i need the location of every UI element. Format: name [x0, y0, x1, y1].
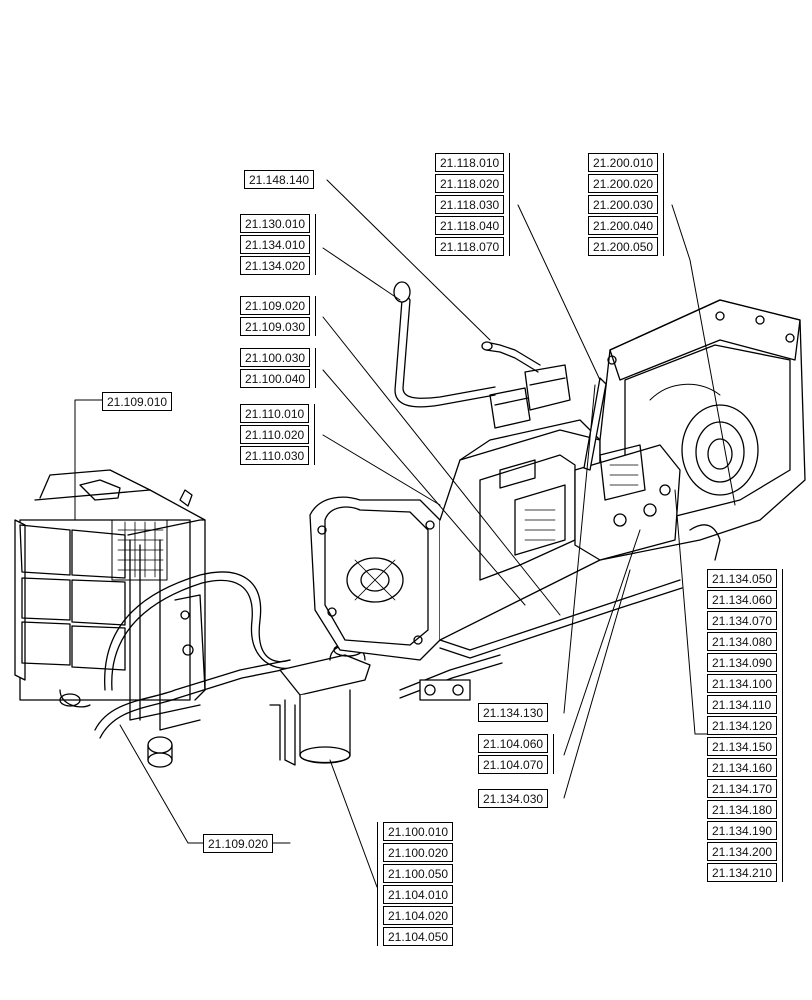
part-ref-label[interactable]: 21.104.050	[383, 927, 454, 946]
part-ref-label[interactable]: 21.134.020	[240, 256, 311, 275]
part-ref-label[interactable]: 21.100.050	[383, 864, 454, 883]
part-ref-label[interactable]: 21.134.120	[707, 716, 778, 735]
part-ref-label[interactable]: 21.100.020	[383, 843, 454, 862]
part-ref-label[interactable]: 21.134.180	[707, 800, 778, 819]
callout-21-104-060: 21.104.060 21.104.070	[478, 734, 555, 774]
part-ref-label[interactable]: 21.104.020	[383, 906, 454, 925]
part-ref-label[interactable]: 21.110.010	[240, 404, 310, 423]
part-ref-label[interactable]: 21.104.060	[478, 734, 549, 753]
callout-21-109-020-top: 21.109.020 21.109.030	[240, 296, 317, 336]
part-ref-label[interactable]: 21.100.010	[383, 822, 454, 841]
callout-21-118: 21.118.010 21.118.020 21.118.030 21.118.…	[435, 153, 511, 256]
part-ref-label[interactable]: 21.134.030	[478, 789, 549, 808]
oil-filter	[269, 643, 371, 766]
part-ref-label[interactable]: 21.134.100	[707, 674, 778, 693]
callout-21-134-130: 21.134.130	[478, 703, 549, 722]
callout-21-134-050: 21.134.050 21.134.060 21.134.070 21.134.…	[707, 569, 784, 882]
part-ref-label[interactable]: 21.100.030	[240, 348, 311, 367]
part-ref-label[interactable]: 21.118.070	[435, 237, 505, 256]
callout-21-134-030: 21.134.030	[478, 789, 549, 808]
part-ref-label[interactable]: 21.118.010	[435, 153, 505, 172]
callout-21-109-010: 21.109.010	[102, 392, 173, 411]
part-ref-label[interactable]: 21.109.020	[203, 834, 274, 853]
part-ref-label[interactable]: 21.134.200	[707, 842, 778, 861]
part-ref-label[interactable]: 21.200.030	[588, 195, 659, 214]
part-ref-label[interactable]: 21.109.030	[240, 317, 311, 336]
part-ref-label[interactable]: 21.109.010	[102, 392, 173, 411]
part-ref-label[interactable]: 21.134.050	[707, 569, 778, 588]
part-ref-label[interactable]: 21.118.020	[435, 174, 505, 193]
callout-21-200: 21.200.010 21.200.020 21.200.030 21.200.…	[588, 153, 665, 256]
part-ref-label[interactable]: 21.134.170	[707, 779, 778, 798]
part-ref-label[interactable]: 21.110.030	[240, 446, 310, 465]
part-ref-label[interactable]: 21.200.050	[588, 237, 659, 256]
part-ref-label[interactable]: 21.130.010	[240, 214, 311, 233]
callout-21-110: 21.110.010 21.110.020 21.110.030	[240, 404, 316, 465]
part-ref-label[interactable]: 21.134.060	[707, 590, 778, 609]
part-ref-label[interactable]: 21.104.010	[383, 885, 454, 904]
part-ref-label[interactable]: 21.118.030	[435, 195, 505, 214]
part-ref-label[interactable]: 21.148.140	[244, 170, 315, 189]
leader-lines	[74, 179, 736, 888]
callout-21-148-140: 21.148.140	[244, 170, 315, 189]
part-ref-label[interactable]: 21.134.190	[707, 821, 778, 840]
callout-21-130-010: 21.130.010 21.134.010 21.134.020	[240, 214, 317, 275]
oil-cooler-radiator	[14, 469, 206, 768]
part-ref-label[interactable]: 21.134.090	[707, 653, 778, 672]
part-ref-label[interactable]: 21.200.020	[588, 174, 659, 193]
part-ref-label[interactable]: 21.110.020	[240, 425, 310, 444]
part-ref-label[interactable]: 21.109.020	[240, 296, 311, 315]
part-ref-label[interactable]: 21.134.010	[240, 235, 311, 254]
part-ref-label[interactable]: 21.104.070	[478, 755, 549, 774]
part-ref-label[interactable]: 21.200.040	[588, 216, 659, 235]
transmission-housing	[309, 281, 806, 701]
part-ref-label[interactable]: 21.134.080	[707, 632, 778, 651]
part-ref-label[interactable]: 21.118.040	[435, 216, 505, 235]
cooler-hoses	[94, 571, 296, 739]
part-ref-label[interactable]: 21.100.040	[240, 369, 311, 388]
part-ref-label[interactable]: 21.134.110	[707, 695, 778, 714]
part-ref-label[interactable]: 21.134.150	[707, 737, 778, 756]
callout-21-100-010: 21.100.010 21.100.020 21.100.050 21.104.…	[377, 822, 454, 946]
callout-21-109-020-bottom: 21.109.020	[203, 834, 274, 853]
part-ref-label[interactable]: 21.134.160	[707, 758, 778, 777]
part-ref-label[interactable]: 21.134.130	[478, 703, 549, 722]
part-ref-label[interactable]: 21.134.210	[707, 863, 778, 882]
callout-21-100-030: 21.100.030 21.100.040	[240, 348, 317, 388]
part-ref-label[interactable]: 21.200.010	[588, 153, 659, 172]
part-ref-label[interactable]: 21.134.070	[707, 611, 778, 630]
